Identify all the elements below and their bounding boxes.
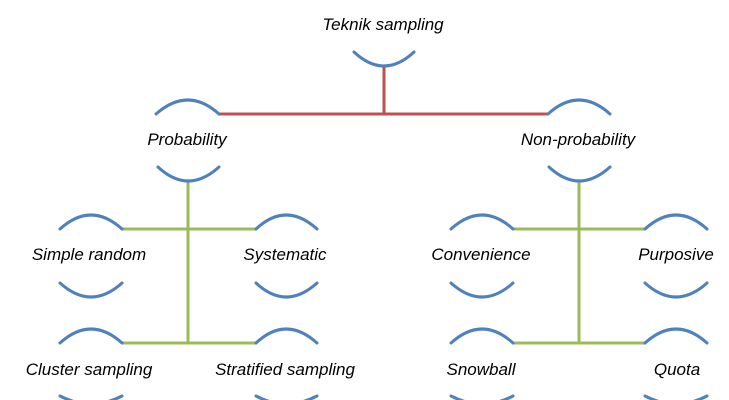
node-bottom-arc <box>156 165 221 183</box>
node-bottom-arc <box>643 394 709 400</box>
node-probability: Probability <box>147 98 228 183</box>
node-top-arc <box>643 213 709 231</box>
node-top-arc <box>254 213 319 231</box>
root-connector <box>218 66 549 116</box>
non-probability-connector <box>513 181 646 345</box>
node-snowball: Snowball <box>447 327 517 400</box>
node-quota: Quota <box>643 327 709 400</box>
node-systematic: Systematic <box>243 213 327 299</box>
root-connector-line <box>218 66 549 116</box>
node-top-arc <box>643 327 709 345</box>
node-label: Convenience <box>431 245 530 264</box>
node-top-arc <box>154 98 221 116</box>
node-cluster-sampling: Cluster sampling <box>26 327 153 400</box>
probability-connector <box>122 181 257 345</box>
node-top-arc <box>449 213 515 231</box>
node-bottom-arc <box>254 281 319 299</box>
node-convenience: Convenience <box>431 213 531 299</box>
node-label: Quota <box>654 360 700 379</box>
node-bottom-arc <box>254 394 319 400</box>
node-non-probability: Non-probability <box>521 98 637 183</box>
node-label: Purposive <box>638 245 714 264</box>
probability-connector-line <box>122 181 257 345</box>
non-probability-connector-line <box>513 181 646 345</box>
node-top-arc <box>58 213 124 231</box>
node-top-arc <box>254 327 319 345</box>
node-bottom-arc <box>58 394 124 400</box>
node-label: Teknik sampling <box>322 15 444 34</box>
node-bottom-arc <box>352 50 416 68</box>
node-bottom-arc <box>643 281 709 299</box>
node-bottom-arc <box>58 281 124 299</box>
node-bottom-arc <box>547 165 612 183</box>
node-top-arc <box>58 327 124 345</box>
node-bottom-arc <box>449 281 515 299</box>
node-bottom-arc <box>449 394 515 400</box>
node-label: Systematic <box>243 245 327 264</box>
node-label: Probability <box>147 130 228 149</box>
node-label: Cluster sampling <box>26 360 153 379</box>
node-label: Non-probability <box>521 130 637 149</box>
node-label: Snowball <box>447 360 517 379</box>
node-top-arc <box>546 98 612 116</box>
node-label: Simple random <box>32 245 146 264</box>
node-top-arc <box>449 327 515 345</box>
node-label: Stratified sampling <box>215 360 355 379</box>
node-root: Teknik sampling <box>322 15 444 68</box>
node-simple-random: Simple random <box>32 213 146 299</box>
node-stratified-sampling: Stratified sampling <box>215 327 355 400</box>
node-purposive: Purposive <box>638 213 714 299</box>
